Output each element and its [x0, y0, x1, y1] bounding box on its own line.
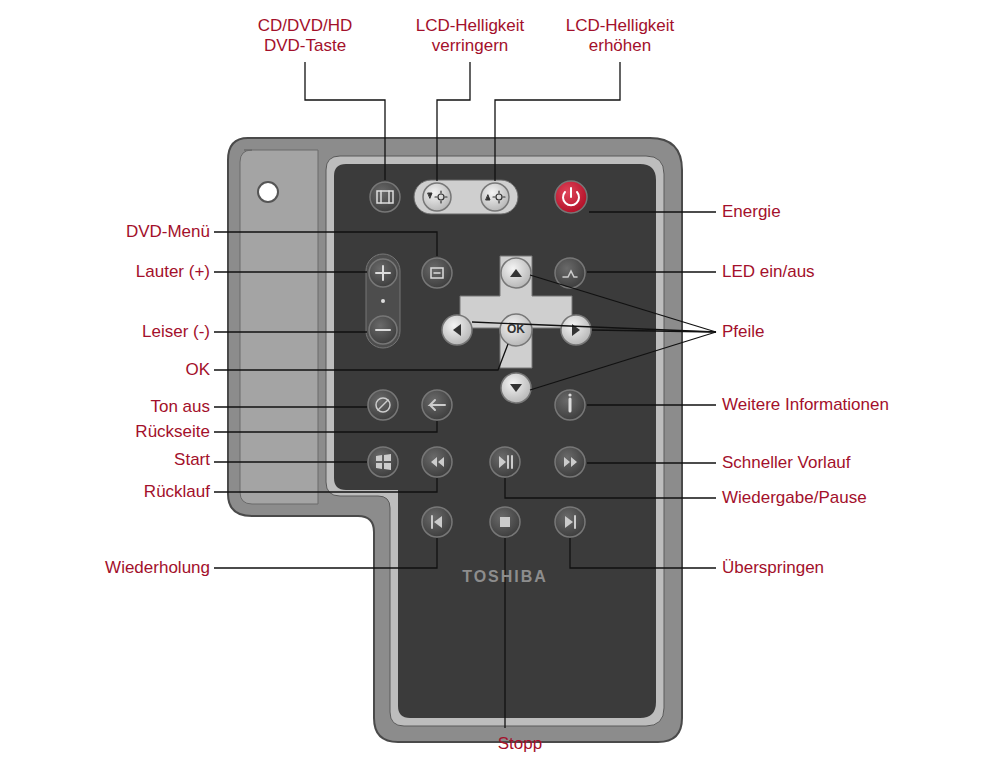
- callout-label: Start: [174, 450, 210, 470]
- callout-label: LCD-Helligkeit erhöhen: [555, 16, 685, 55]
- callout-label: DVD-Menü: [126, 222, 210, 242]
- callout-label: Ton aus: [150, 397, 210, 417]
- callout-label: Lauter (+): [136, 262, 210, 282]
- callout-label: Pfeile: [722, 322, 765, 342]
- callout-label: LED ein/aus: [722, 262, 815, 282]
- callout-label: LCD-Helligkeit verringern: [405, 16, 535, 55]
- callout-label: Überspringen: [722, 558, 824, 578]
- callout-label: Rückseite: [135, 422, 210, 442]
- callout-label: Leiser (-): [142, 322, 210, 342]
- brand-logo: TOSHIBA: [462, 568, 548, 586]
- button-text: OK: [507, 323, 525, 337]
- remote-body: [228, 138, 682, 742]
- callout-label: Wiederholung: [105, 558, 210, 578]
- button-symbols: [376, 188, 580, 528]
- callout-label: Rücklauf: [144, 482, 210, 502]
- callout-label: Wiedergabe/Pause: [722, 488, 867, 508]
- leader-lines: [214, 62, 716, 728]
- callout-label: Energie: [722, 202, 781, 222]
- callout-label: Stopp: [498, 734, 542, 754]
- callout-label: Schneller Vorlauf: [722, 453, 851, 473]
- remote-buttons: [368, 181, 591, 537]
- callout-label: Weitere Informationen: [722, 395, 889, 415]
- callout-label: CD/DVD/HD DVD-Taste: [245, 16, 365, 55]
- callout-label: OK: [185, 360, 210, 380]
